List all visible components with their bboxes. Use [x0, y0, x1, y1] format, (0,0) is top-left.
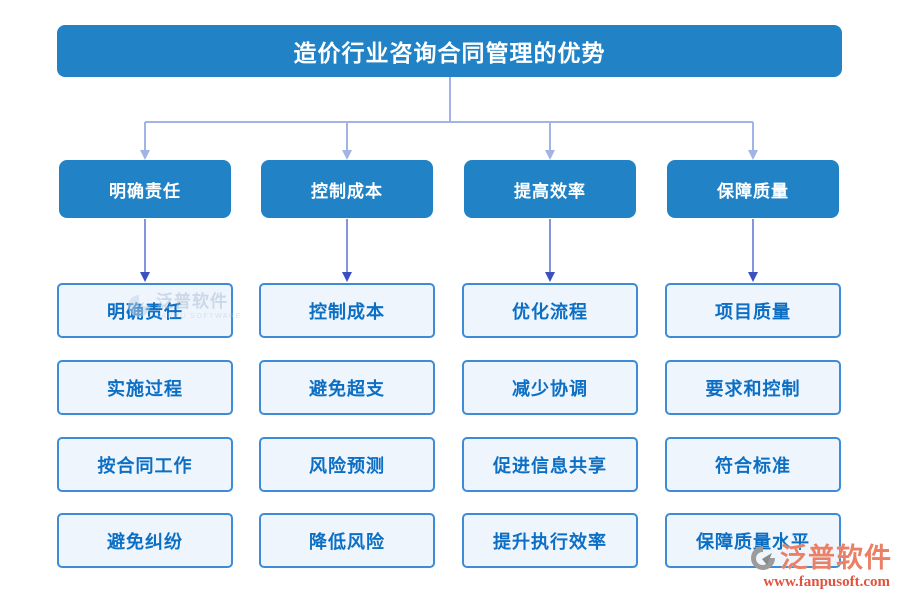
item-box: 减少协调 [462, 360, 638, 415]
item-box: 实施过程 [57, 360, 233, 415]
item-box: 避免超支 [259, 360, 435, 415]
item-box: 避免纠纷 [57, 513, 233, 568]
item-box: 降低风险 [259, 513, 435, 568]
brand-watermark-url: www.fanpusoft.com [763, 574, 890, 590]
fanpu-logo-icon [751, 546, 775, 570]
item-box: 明确责任 [57, 283, 233, 338]
item-box: 风险预测 [259, 437, 435, 492]
column-header-mingque-zeren: 明确责任 [59, 160, 231, 218]
brand-watermark-text: 泛普软件 [780, 542, 892, 573]
page-title: 造价行业咨询合同管理的优势 [57, 25, 842, 77]
brand-watermark: 泛普软件 www.fanpusoft.com [748, 543, 892, 590]
item-box: 要求和控制 [665, 360, 841, 415]
item-box: 保障质量水平 [665, 513, 841, 568]
column-header-kongzhi-chengben: 控制成本 [261, 160, 433, 218]
item-box: 项目质量 [665, 283, 841, 338]
item-box: 按合同工作 [57, 437, 233, 492]
item-box: 提升执行效率 [462, 513, 638, 568]
item-box: 符合标准 [665, 437, 841, 492]
item-box: 促进信息共享 [462, 437, 638, 492]
column-header-baozhang-zhiliang: 保障质量 [667, 160, 839, 218]
item-box: 优化流程 [462, 283, 638, 338]
column-header-tigao-xiaolv: 提高效率 [464, 160, 636, 218]
item-box: 控制成本 [259, 283, 435, 338]
